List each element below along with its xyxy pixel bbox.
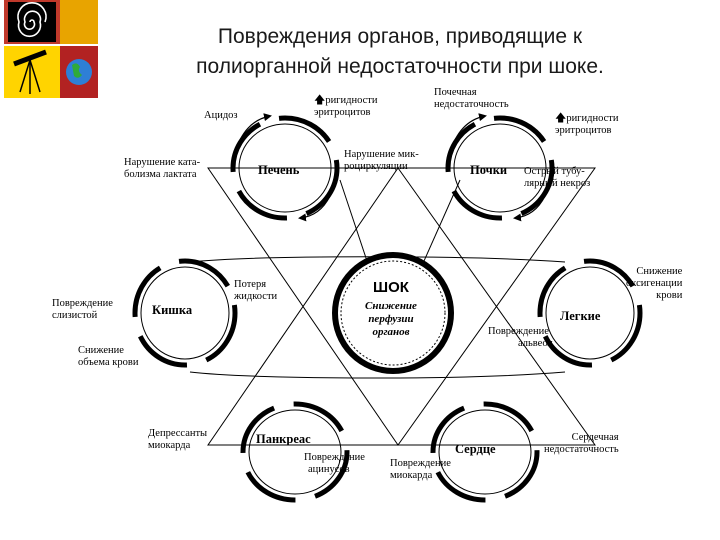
organ-liver: Печень [258,163,299,178]
organ-heart: Сердце [455,442,496,457]
shock-sub-line1: Снижение [336,300,446,313]
organ-intestine: Кишка [152,303,192,318]
shock-label: ШОК [356,279,426,296]
label-rigidity-1: 🡅ригидности эритроцитов [314,94,377,119]
label-rigidity-2: 🡅ригидности эритроцитов [555,112,618,137]
organ-pancreas: Панкреас [256,432,311,447]
shock-sublabel: Снижение перфузии органов [336,300,446,339]
label-tubular-necrosis: Острый тубу-лярный некроз [524,166,590,190]
organ-lungs: Легкие [560,309,600,324]
up-arrow-icon: 🡅 [314,94,325,106]
up-arrow-icon: 🡅 [555,112,566,124]
label-microcirculation: Нарушение мик-роциркуляции [344,149,419,173]
shock-sub-line2: перфузии [336,313,446,326]
organ-kidneys: Почки [470,163,507,178]
shock-sub-line3: органов [336,326,446,339]
label-acidosis: Ацидоз [204,110,238,122]
label-lactate: Нарушение ката-болизма лактата [124,157,200,181]
